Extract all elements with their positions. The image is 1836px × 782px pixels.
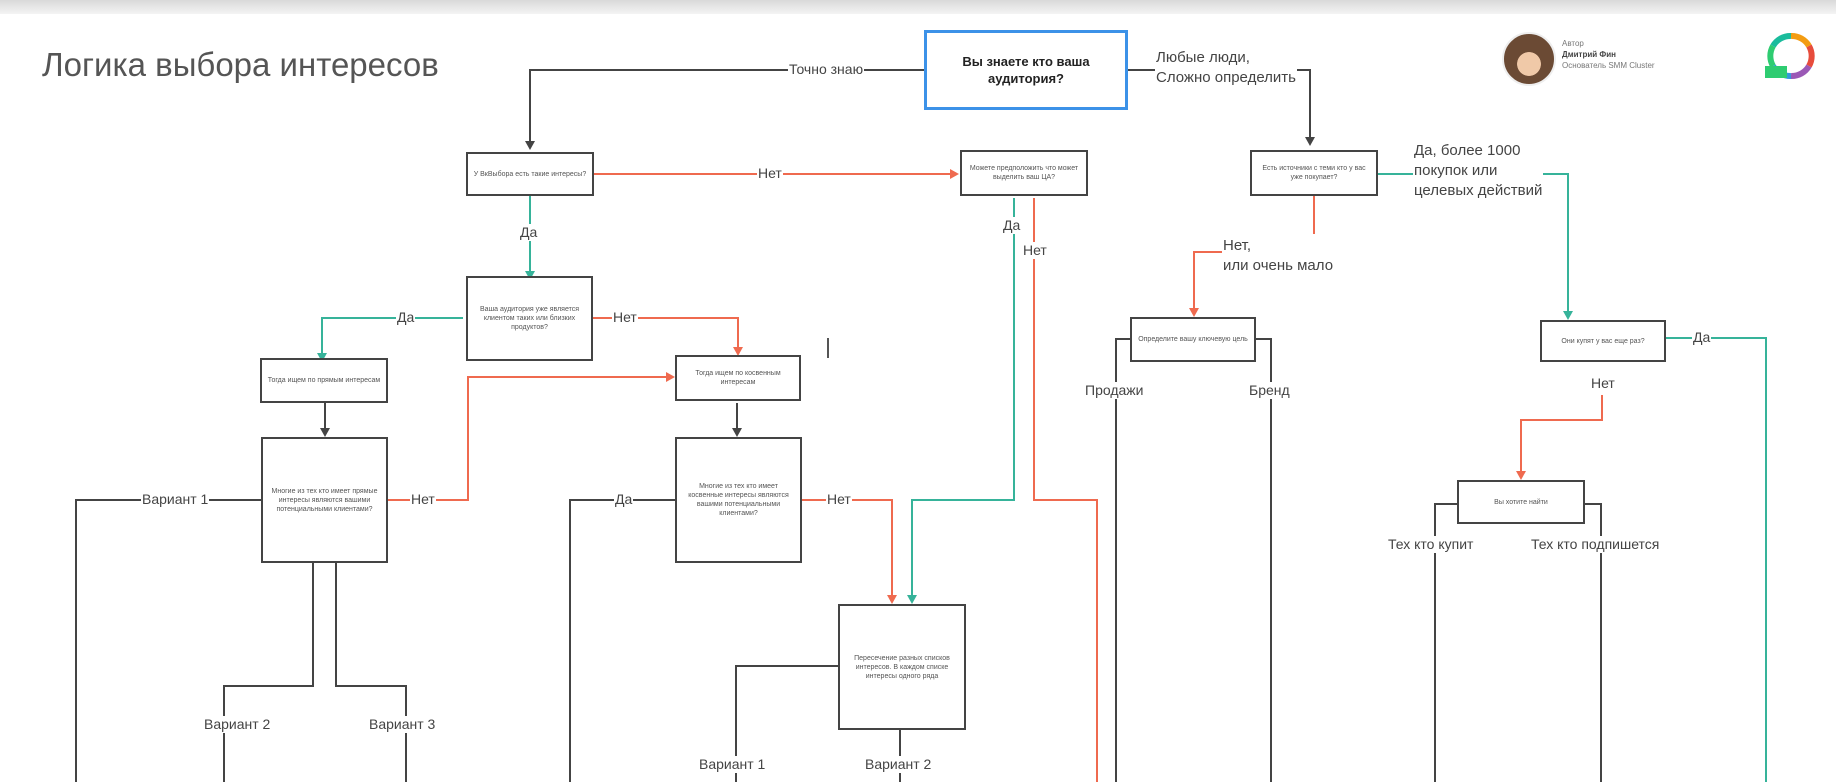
author-name: Дмитрий Фин [1562,50,1616,59]
author-block: Автор Дмитрий Фин Основатель SMM Cluster [1498,30,1678,90]
edge-label-no: Нет [410,491,436,508]
node-question-audience[interactable]: Вы знаете кто ваша аудитория? [924,30,1128,110]
edge-label-variant-3: Вариант 3 [368,716,437,733]
edge-label-brand: Бренд [1248,382,1291,399]
node-question-audience-same[interactable]: Ваша аудитория уже является клиентом так… [466,276,593,361]
edge-label-anyone: Любые люди, Сложно определить [1155,48,1297,88]
edge-label-no: Нет [1022,242,1048,259]
edge-label-variant-2: Вариант 2 [203,716,272,733]
edge-label-variant-1: Вариант 1 [698,756,767,773]
edge-label-who-buys: Тех кто купит [1387,536,1475,553]
edge-label-sales: Продажи [1084,382,1145,399]
page-title: Логика выбора интересов [42,46,439,83]
edge-label-yes-1000: Да, более 1000 покупок или целевых дейст… [1413,141,1544,201]
author-caption: Автор [1562,39,1584,48]
edge-label-no: Нет [757,165,783,182]
author-info: Автор Дмитрий Фин Основатель SMM Cluster [1562,38,1655,71]
edge-label-yes: Да [396,309,416,326]
edge-label-know-exactly: Точно знаю [788,61,865,78]
text-cursor-icon [827,338,829,358]
edge-label-no: Нет [826,491,852,508]
avatar [1502,32,1556,86]
logo-icon [1765,33,1815,79]
edge-label-yes: Да [614,491,634,508]
node-question-vk-interests[interactable]: У ВкВыбора есть такие интересы? [466,152,594,196]
edge-label-no-few: Нет, или очень мало [1222,236,1335,276]
node-direct-interests[interactable]: Тогда ищем по прямым интересам [260,358,388,403]
edge-label-no: Нет [612,309,638,326]
yes-connectors [321,173,1767,782]
node-intersection[interactable]: Пересечение разных списков интересов. В … [838,604,966,730]
node-question-many-indirect[interactable]: Многие из тех кто имеет косвенные интере… [675,437,802,563]
edge-label-variant-1: Вариант 1 [141,491,210,508]
node-question-sources[interactable]: Есть источники с теми кто у вас уже поку… [1250,150,1378,196]
neutral-connectors [75,69,1602,782]
node-indirect-interests[interactable]: Тогда ищем по косвенным интересам [675,355,801,401]
node-question-goal[interactable]: Определите вашу ключевую цель [1130,317,1256,362]
node-question-can-guess[interactable]: Можете предположить что может выделить в… [960,150,1088,196]
edge-label-yes: Да [1002,217,1022,234]
window-top-bar [0,0,1836,14]
edge-label-no: Нет [1590,375,1616,392]
node-question-find-whom[interactable]: Вы хотите найти [1457,480,1585,524]
node-question-buys-again[interactable]: Они купят у вас еще раз? [1540,320,1666,362]
edge-label-yes: Да [1692,329,1712,346]
author-role: Основатель SMM Cluster [1562,61,1655,70]
edge-label-who-subscribes: Тех кто подпишется [1530,536,1661,553]
edge-label-variant-2: Вариант 2 [864,756,933,773]
node-question-many-direct[interactable]: Многие из тех кто имеет прямые интересы … [261,437,388,563]
edge-label-yes: Да [519,224,539,241]
